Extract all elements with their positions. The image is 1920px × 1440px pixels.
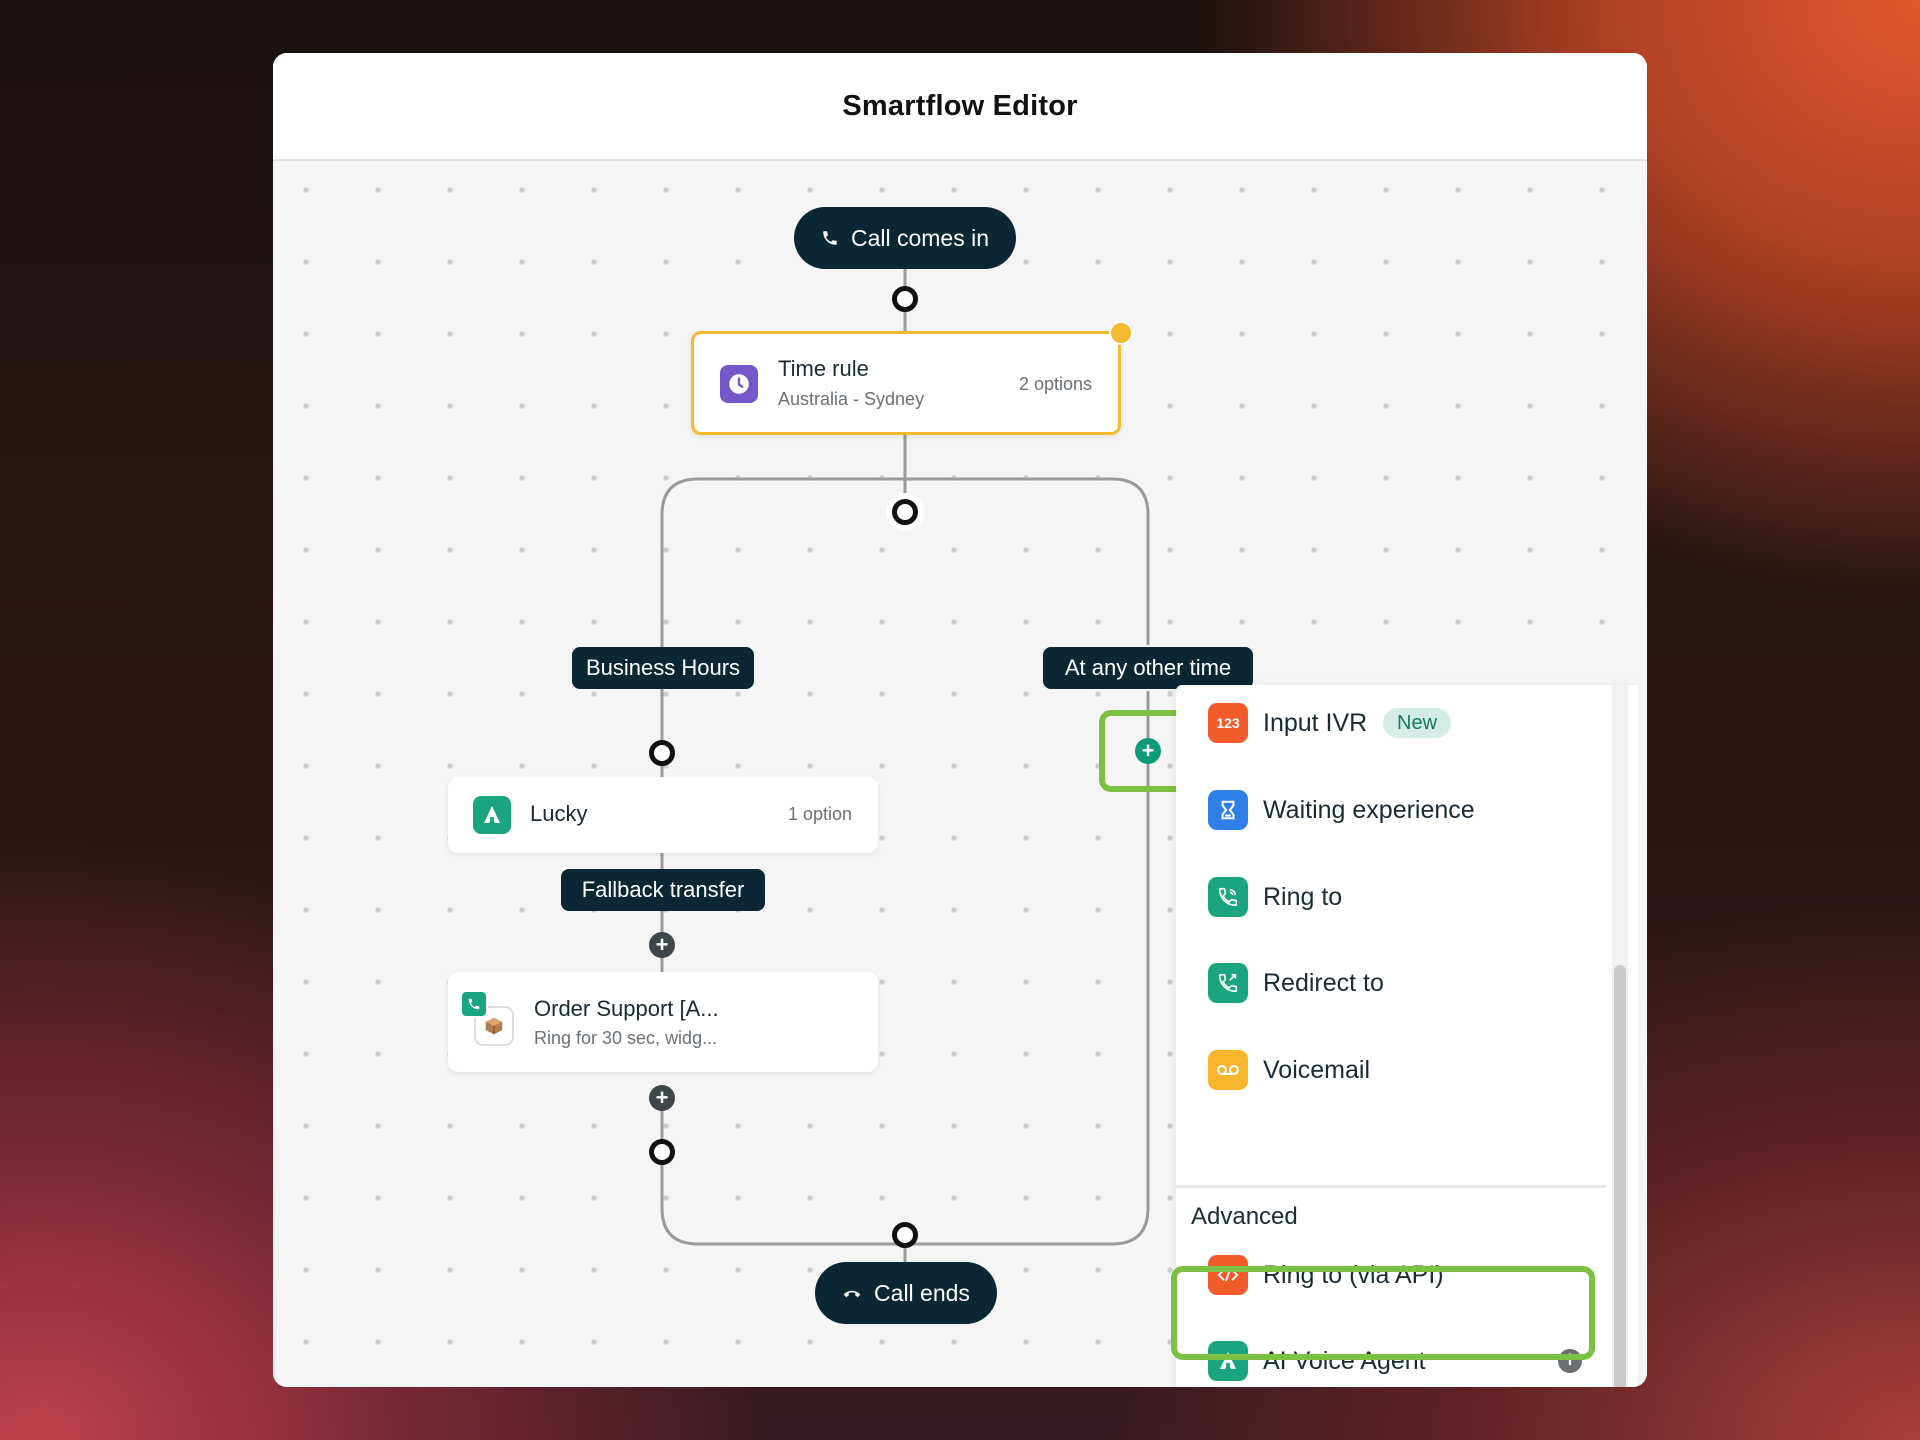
smartflow-editor-window: Smartflow Editor Call comes in [273,53,1647,1387]
connector-node[interactable] [892,1222,918,1248]
ai-agent-icon [1208,1341,1248,1381]
clock-icon [720,365,758,403]
menu-item-ai-voice-agent[interactable]: AI Voice Agent i [1176,1331,1606,1387]
menu-item-input-ivr[interactable]: 123 Input IVR New [1176,693,1606,753]
branch-business-hours[interactable]: Business Hours [572,647,754,689]
info-icon[interactable]: i [1558,1349,1582,1373]
phone-icon [823,231,837,245]
split-node[interactable] [892,499,918,525]
menu-item-label: AI Voice Agent [1263,1346,1426,1375]
package-icon [474,1006,514,1046]
call-comes-in-label: Call comes in [850,224,990,251]
input-ivr-icon: 123 [1208,703,1248,743]
ai-agent-icon [473,796,511,834]
menu-item-redirect-to[interactable]: Redirect to [1176,953,1606,1013]
connector-node[interactable] [649,1139,675,1165]
call-ends-node[interactable]: Call ends [815,1262,997,1324]
menu-item-waiting-experience[interactable]: Waiting experience [1176,780,1606,840]
call-ends-label: Call ends [874,1279,970,1306]
phone-ring-icon [1208,877,1248,917]
connector-node[interactable] [649,740,675,766]
order-support-card[interactable]: Order Support [A... Ring for 30 sec, wid… [448,972,878,1072]
ai-agent-card-lucky[interactable]: Lucky 1 option [448,777,878,853]
add-step-button[interactable]: + [1135,738,1161,764]
unsaved-indicator [1109,321,1133,345]
menu-item-label: Ring to [1263,882,1343,911]
connector-split [660,477,1150,681]
menu-item-ring-to[interactable]: Ring to [1176,867,1606,927]
time-rule-card[interactable]: Time rule Australia - Sydney 2 options [691,331,1121,435]
call-comes-in-node[interactable]: Call comes in [794,207,1016,269]
ai-voice-agent-highlight [1171,1266,1595,1360]
connector-merge [660,691,1150,1246]
phone-ring-icon [460,990,488,1018]
menu-scrollbar-thumb[interactable] [1614,965,1626,1387]
menu-divider [1176,1185,1606,1188]
ai-agent-title: Lucky [530,801,588,826]
menu-item-label: Voicemail [1263,1055,1370,1084]
page-title: Smartflow Editor [842,89,1078,122]
time-rule-options: 2 options [1018,374,1092,394]
branch-business-hours-label: Business Hours [585,655,741,680]
fallback-transfer-text: Fallback transfer [581,877,745,902]
menu-item-ring-to-api[interactable]: Ring to (via API) [1176,1245,1606,1305]
phone-redirect-icon [1208,963,1248,1003]
new-badge: New [1383,708,1452,738]
menu-item-label: Ring to (via API) [1263,1260,1444,1289]
advanced-section-label: Advanced [1191,1203,1298,1230]
editor-header: Smartflow Editor [273,53,1647,161]
branch-other-time-label: At any other time [1064,655,1232,680]
order-support-title: Order Support [A... [534,996,719,1021]
voicemail-icon [1208,1050,1248,1090]
menu-item-label: Input IVR [1263,708,1368,737]
hourglass-icon [1208,790,1248,830]
add-step-button[interactable]: + [649,932,675,958]
branch-other-time[interactable]: At any other time [1043,647,1253,689]
time-rule-subtitle: Australia - Sydney [778,389,925,409]
menu-item-voicemail[interactable]: Voicemail [1176,1040,1606,1100]
time-rule-title: Time rule [778,356,869,381]
fallback-transfer-label[interactable]: Fallback transfer [561,869,765,911]
input-ivr-icon-text: 123 [1216,715,1240,731]
ai-agent-options: 1 option [787,804,852,824]
hang-up-icon [843,1290,861,1298]
menu-item-label: Waiting experience [1263,795,1475,824]
connector-node[interactable] [892,286,918,312]
add-step-button[interactable]: + [649,1085,675,1111]
menu-item-label: Redirect to [1263,968,1384,997]
order-support-subtitle: Ring for 30 sec, widg... [534,1028,718,1048]
